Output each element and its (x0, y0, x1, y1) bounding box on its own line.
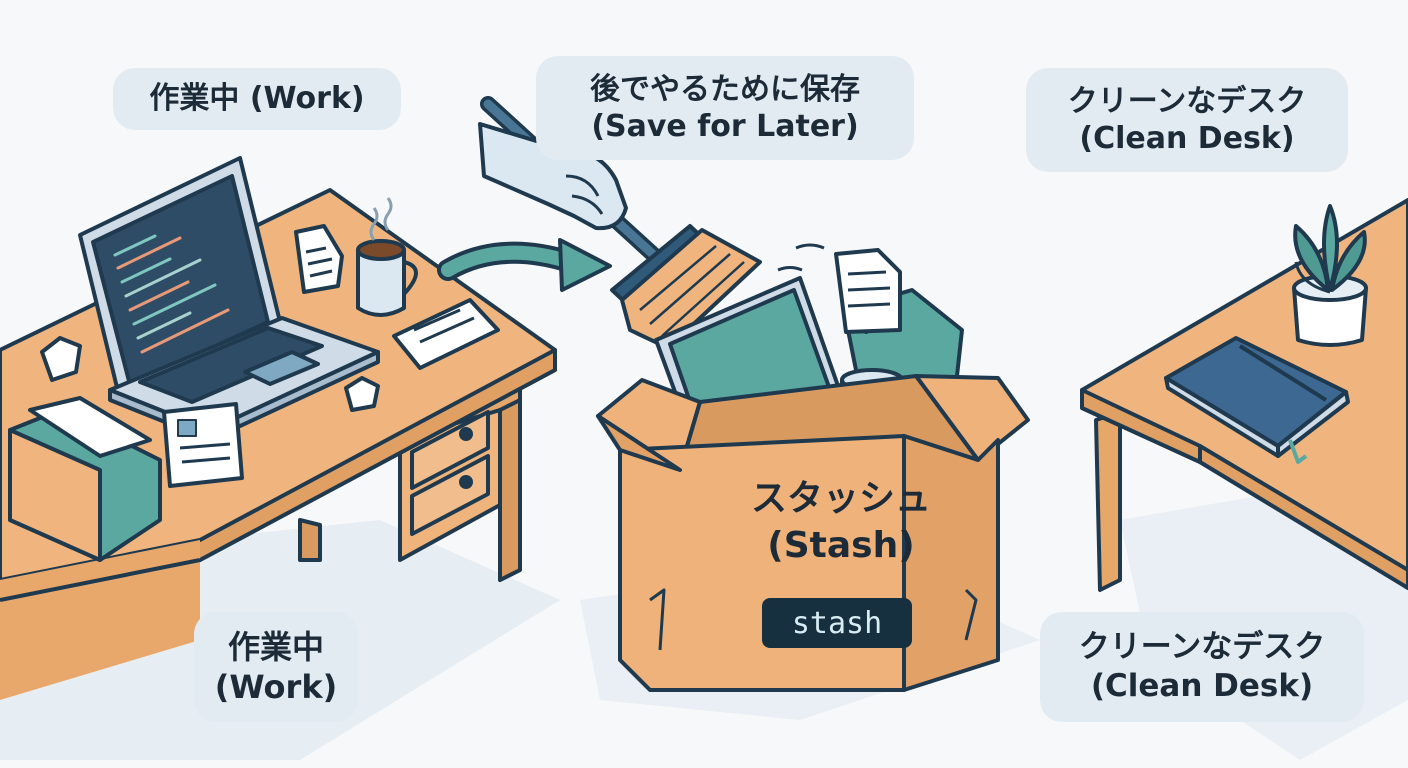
plant-pot (1292, 286, 1368, 347)
laptop (78, 156, 380, 442)
label-work-top-jp: 作業中 (149, 81, 240, 117)
stash-command-badge: stash (762, 598, 912, 648)
label-clean-bottom-en: (Clean Desk) (1090, 668, 1314, 704)
label-save-en: (Save for Later) (591, 109, 859, 144)
crumpled-paper (40, 336, 82, 382)
label-clean-top-en: (Clean Desk) (1079, 121, 1295, 156)
label-save-for-later: 後でやるために保存 (Save for Later) (536, 56, 914, 160)
desk-clutter (8, 197, 500, 562)
label-work-top: 作業中 (Work) (113, 68, 401, 130)
label-clean-desk-bottom: クリーンなデスク (Clean Desk) (1040, 612, 1364, 722)
label-work-bottom: 作業中 (Work) (194, 612, 358, 722)
arrow-head (558, 238, 612, 292)
clean-desk (1080, 198, 1408, 592)
stash-title-jp: スタッシュ (750, 478, 931, 519)
label-work-top-en: (Work) (249, 81, 365, 117)
plant-leaf (1322, 204, 1339, 292)
paper-in-box (834, 248, 902, 334)
label-clean-desk-top: クリーンなデスク (Clean Desk) (1026, 68, 1348, 172)
stash-box (596, 243, 1030, 692)
coffee-mug (356, 248, 406, 317)
stash-title-en: (Stash) (767, 524, 915, 566)
label-clean-bottom-jp: クリーンなデスク (1078, 629, 1326, 666)
stash-box-title: スタッシュ (Stash) (718, 476, 964, 570)
label-work-bottom-jp: 作業中 (227, 628, 324, 666)
label-clean-top-jp: クリーンなデスク (1067, 83, 1307, 119)
label-save-jp: 後でやるために保存 (590, 71, 860, 107)
label-work-bottom-en: (Work) (214, 668, 338, 706)
